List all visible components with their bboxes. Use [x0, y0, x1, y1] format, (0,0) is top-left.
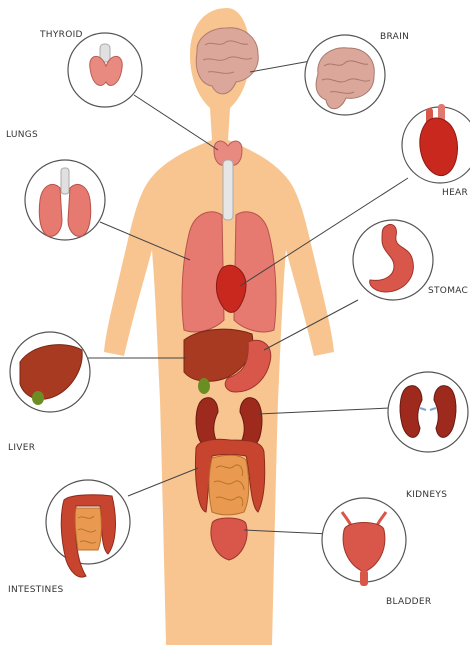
gallbladder — [198, 378, 210, 394]
label-lungs: LUNGS — [6, 130, 38, 140]
label-intestines: INTESTINES — [8, 585, 64, 595]
label-heart: HEAR — [442, 188, 468, 198]
label-kidneys: KIDNEYS — [406, 490, 447, 500]
brain-shape — [196, 28, 258, 94]
label-bladder: BLADDER — [386, 597, 431, 607]
label-brain: BRAIN — [380, 32, 409, 42]
label-liver: LIVER — [8, 443, 35, 453]
label-thyroid: THYROID — [40, 30, 83, 40]
trachea — [223, 160, 233, 220]
label-stomach: STOMAC — [428, 286, 468, 296]
